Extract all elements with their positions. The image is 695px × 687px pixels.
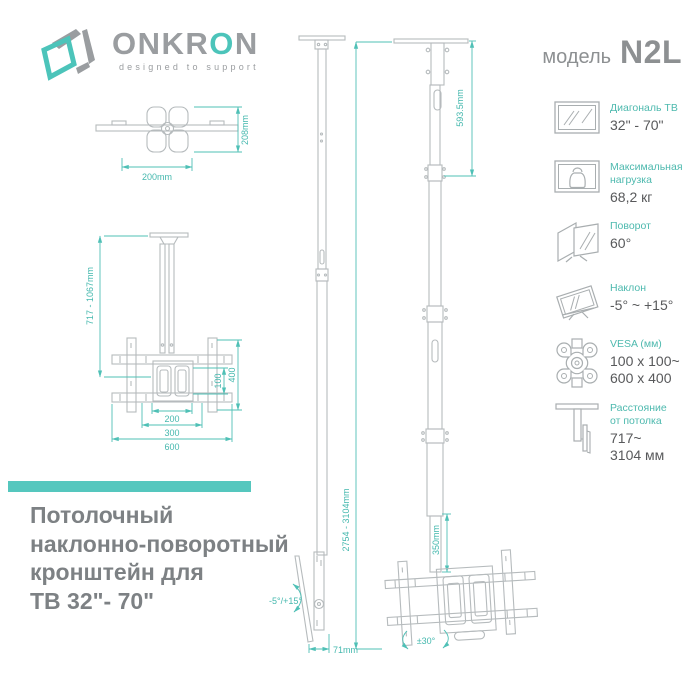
dim-bracket-height: 400 [227,367,237,382]
model-label: модель [542,46,612,68]
dim-vesa-height: 100 [213,373,223,388]
dim-front-height-range: 717 - 1067mm [85,267,95,325]
spec-value: 100 x 100~ 600 x 400 [610,353,680,386]
vesa-icon [554,337,602,389]
tv-diagonal-icon [554,101,602,135]
ceiling-distance-icon [554,401,602,457]
brand-tagline: designed to support [118,62,259,72]
product-title: Потолочный наклонно-поворотный кронштейн… [30,502,289,614]
dim-lower-pole: 350mm [431,525,441,555]
model-value: N2L [620,34,682,70]
dim-top-depth: 208mm [240,115,250,145]
spec-value: 717~ 3104 мм [610,430,665,463]
spec-label: Диагональ ТВ [610,102,678,114]
spec-item-swivel: Поворот 60° [554,219,694,263]
dim-profile-depth: 71mm [333,645,358,655]
spec-label: Максимальная нагрузка [610,161,683,186]
spec-value: 68,2 кг [610,189,653,205]
dim-tilt-range: -5°/+15° [269,596,302,606]
front-view-drawing: 717 - 1067mm 100 400 200 300 600 [85,232,242,452]
onkron-cube-icon [41,29,95,81]
spec-value: 32" - 70" [610,117,664,133]
spec-label: VESA (мм) [610,338,662,350]
spec-item-ceiling-distance: Расстояние от потолка 717~ 3104 мм [554,401,694,464]
side-view-drawing: -5°/+15° 71mm [269,35,358,655]
dim-upper-pole: 593.5mm [455,89,465,127]
spec-item-max-load: Максимальная нагрузка 68,2 кг [554,160,694,206]
dim-w600: 600 [164,442,179,452]
full-height-drawing: 2754 - 3104mm 593.5mm [341,38,539,650]
accent-bar [8,481,251,492]
spec-label: Поворот [610,220,651,232]
model-heading: модель N2L [470,34,682,71]
dim-w200: 200 [164,414,179,424]
dim-w300: 300 [164,428,179,438]
top-view-drawing: 200mm 208mm [95,106,250,182]
max-load-icon [554,160,602,194]
dim-swivel-range: ±30° [417,636,436,646]
spec-item-tv-diagonal: Диагональ ТВ 32" - 70" [554,101,694,135]
swivel-icon [554,219,602,263]
brand-name: ONKRON [112,26,259,61]
spec-value: -5° ~ +15° [610,297,674,313]
tilt-icon [554,281,602,321]
spec-label: Наклон [610,282,647,294]
dim-top-width: 200mm [142,172,172,182]
spec-item-vesa: VESA (мм) 100 x 100~ 600 x 400 [554,337,694,389]
spec-item-tilt: Наклон -5° ~ +15° [554,281,694,321]
spec-value: 60° [610,235,632,251]
brand-logo: ONKRON designed to support [38,24,259,84]
dim-total-height: 2754 - 3104mm [341,488,351,551]
spec-label: Расстояние от потолка [610,402,667,427]
